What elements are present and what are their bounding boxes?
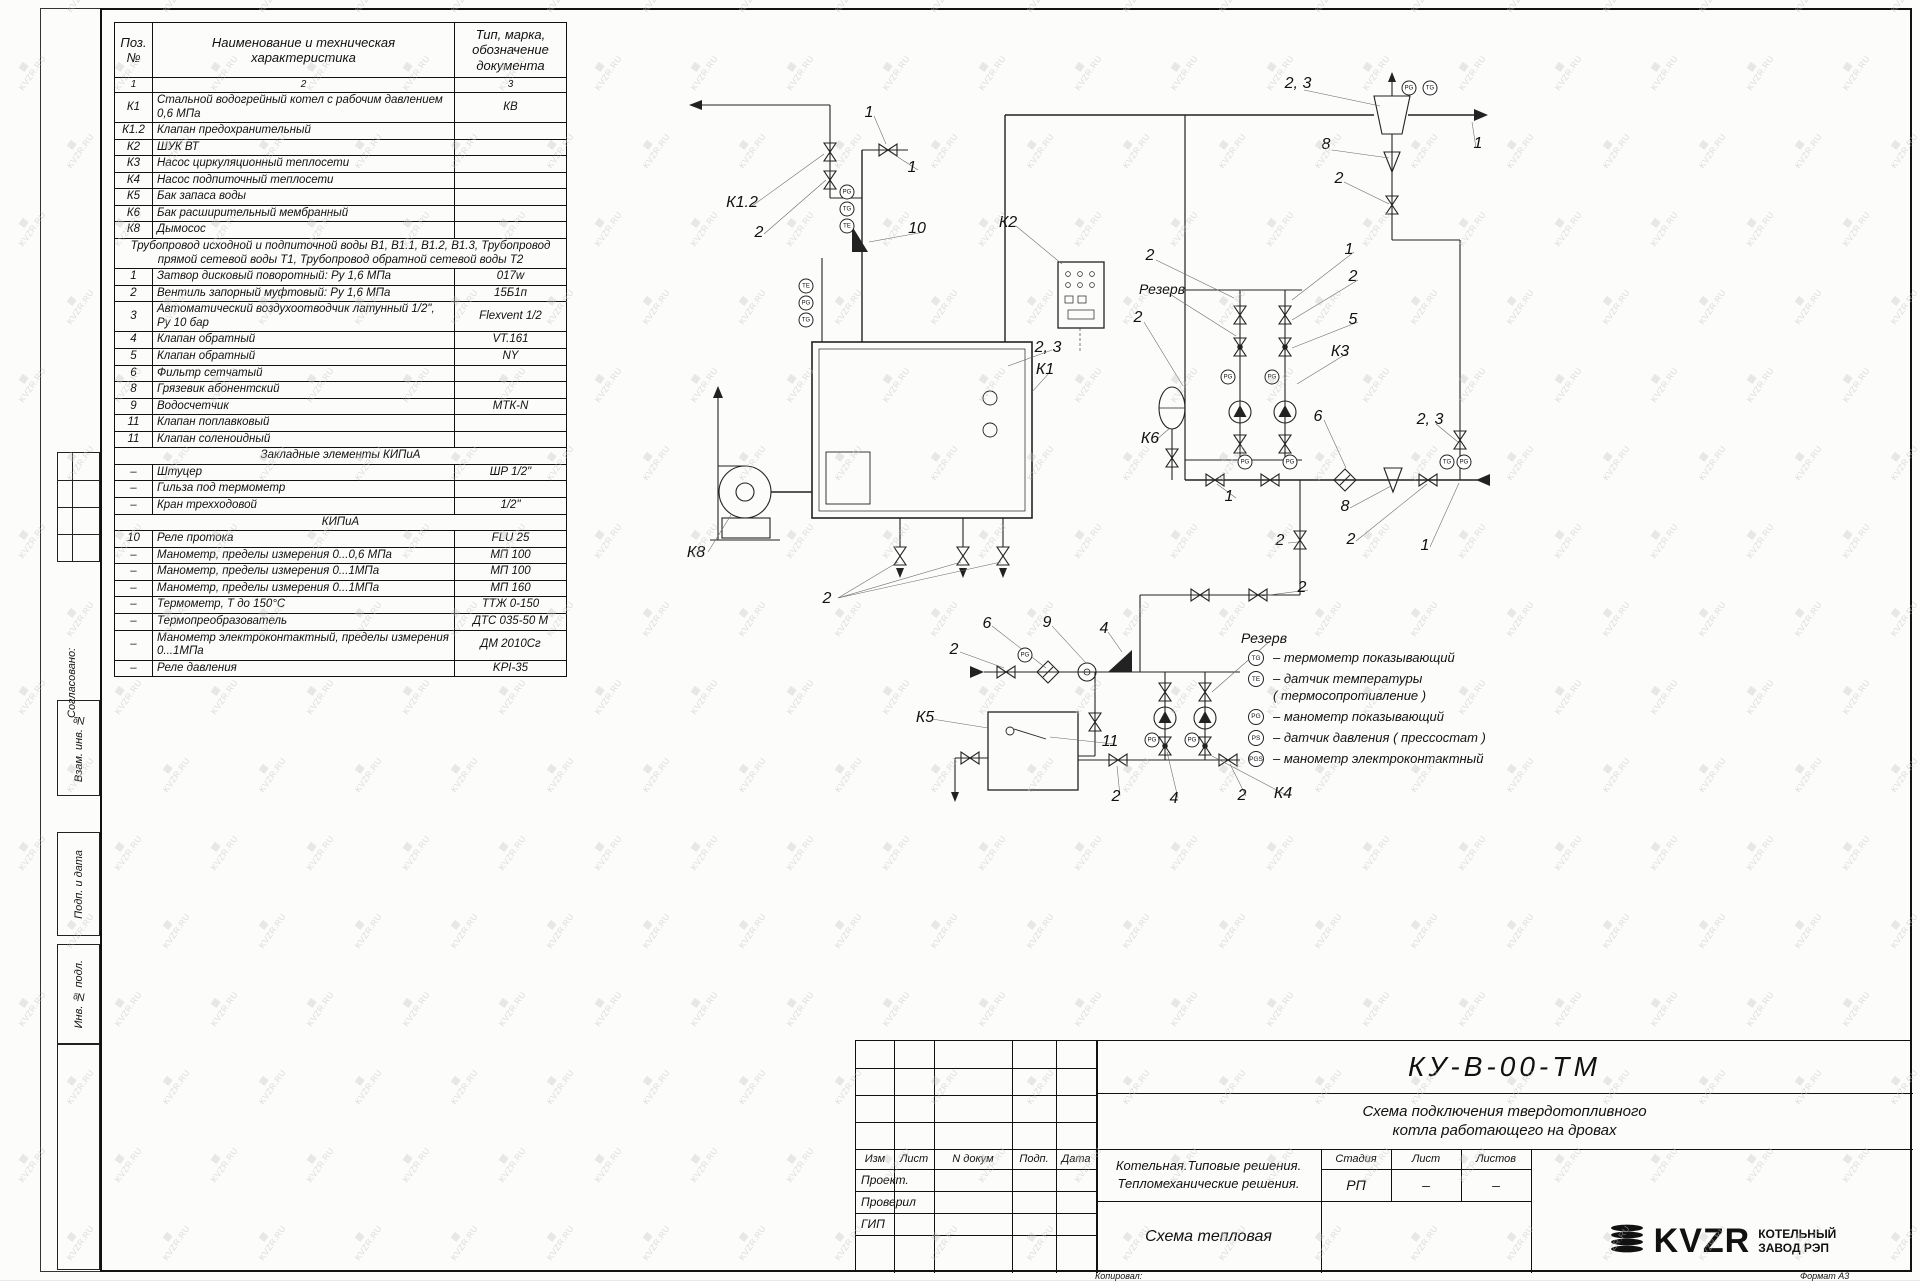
return-main: [1185, 467, 1490, 494]
sheet-header: Лист: [1411, 1153, 1441, 1165]
sheets-value: –: [1492, 1177, 1500, 1193]
circulation-pumps-k3: [1184, 115, 1302, 480]
sheet-name: Схема тепловая: [1145, 1228, 1272, 1245]
legend-item: PG– манометр показывающий: [1248, 708, 1538, 725]
rev-header-data: Дата: [1061, 1153, 1091, 1165]
role-proekt: Проект.: [861, 1173, 909, 1187]
gauge-pg-icon: PG: [1248, 708, 1264, 725]
margin-box-podp: Подп. и дата: [57, 832, 100, 936]
gauge-tg-icon: TG: [1248, 650, 1264, 666]
stage-value: РП: [1346, 1177, 1366, 1193]
sheet-value: –: [1422, 1177, 1430, 1193]
boiler-k1-symbol: [811, 341, 1033, 578]
sheets-header: Листов: [1475, 1153, 1517, 1165]
doc-code: КУ-В-00-ТМ: [1408, 1051, 1601, 1082]
fan-k8-symbol: [710, 386, 812, 541]
storage-tank-k5-symbol: [951, 672, 1102, 802]
spec-header-name: Наименование и техническая характеристик…: [152, 22, 455, 78]
spec-row: Трубопровод исходной и подпиточной воды …: [114, 238, 567, 270]
logo-text: KVZR: [1653, 1222, 1751, 1260]
copied-label: Копировал:: [1095, 1271, 1143, 1281]
spec-table: Поз. № Наименование и техническая характ…: [114, 22, 567, 678]
margin-grid: [57, 452, 100, 562]
spec-row: –Манометр, пределы измерения 0...0,6 МПа…: [114, 546, 567, 565]
legend-item: TE– датчик температуры ( термосопротивле…: [1248, 671, 1538, 704]
margin-box-vzam: Взам. инв. №: [57, 700, 100, 796]
control-cabinet-k2-symbol: [1057, 261, 1105, 352]
kvzr-logo-icon: [1608, 1223, 1646, 1260]
company-name: КОТЕЛЬНЫЙ ЗАВОД РЭП: [1758, 1226, 1837, 1255]
margin-box-inv: Инв. № подл.: [57, 944, 100, 1044]
margin-box-empty: [57, 1044, 100, 1270]
spec-header-type: Тип, марка, обозначение документа: [454, 22, 567, 78]
feed-pumps-k4: [1078, 672, 1240, 767]
stage-header: Стадия: [1335, 1153, 1377, 1165]
legend-item: PGS– манометр электроконтактный: [1248, 751, 1484, 768]
makeup-water-line: [970, 480, 1307, 684]
spec-header-row: Поз. № Наименование и техническая характ…: [114, 22, 567, 78]
supply-main: [1004, 72, 1488, 480]
gauge-te-icon: TE: [1248, 671, 1264, 688]
rev-header-podp: Подп.: [1019, 1153, 1049, 1165]
spec-header-pos: Поз. №: [114, 22, 153, 78]
safety-group-k12: [689, 100, 908, 342]
gauge-pgs-icon: PGS: [1248, 751, 1264, 768]
format-label: Формат А3: [1800, 1271, 1850, 1281]
legend-item: TG– термометр показывающий: [1248, 650, 1538, 666]
pipes-and-equipment: [689, 72, 1490, 802]
rev-header-izm: Изм: [864, 1153, 886, 1165]
rev-header-ndokum: N докум: [952, 1153, 994, 1165]
leader-lines: [707, 89, 1477, 799]
gauge-ps-icon: PS: [1248, 730, 1264, 746]
rev-header-list: Лист: [899, 1153, 929, 1165]
role-gip: ГИП: [861, 1217, 885, 1231]
spec-row: Закладные элементы КИПиА: [114, 447, 567, 465]
legend-item: PS– датчик давления ( прессостат ): [1248, 730, 1538, 746]
company-logo-cell: KVZR КОТЕЛЬНЫЙ ЗАВОД РЭП: [1531, 1149, 1913, 1273]
spec-row: –Манометр электроконтактный, пределы изм…: [114, 629, 567, 661]
drawing-title: Схема подключения твердотопливного котла…: [1362, 1102, 1647, 1140]
title-block: КУ-В-00-ТМ Схема подключения твердотопли…: [855, 1040, 1913, 1273]
project-name: Котельная.Типовые решения. Тепломеханиче…: [1115, 1158, 1302, 1191]
role-proveril: Проверил: [861, 1195, 916, 1209]
expansion-tank-k6-symbol: [1158, 386, 1186, 480]
spec-row: –Гильза под термометр: [114, 480, 567, 499]
spec-row: КИПиА: [114, 513, 567, 532]
